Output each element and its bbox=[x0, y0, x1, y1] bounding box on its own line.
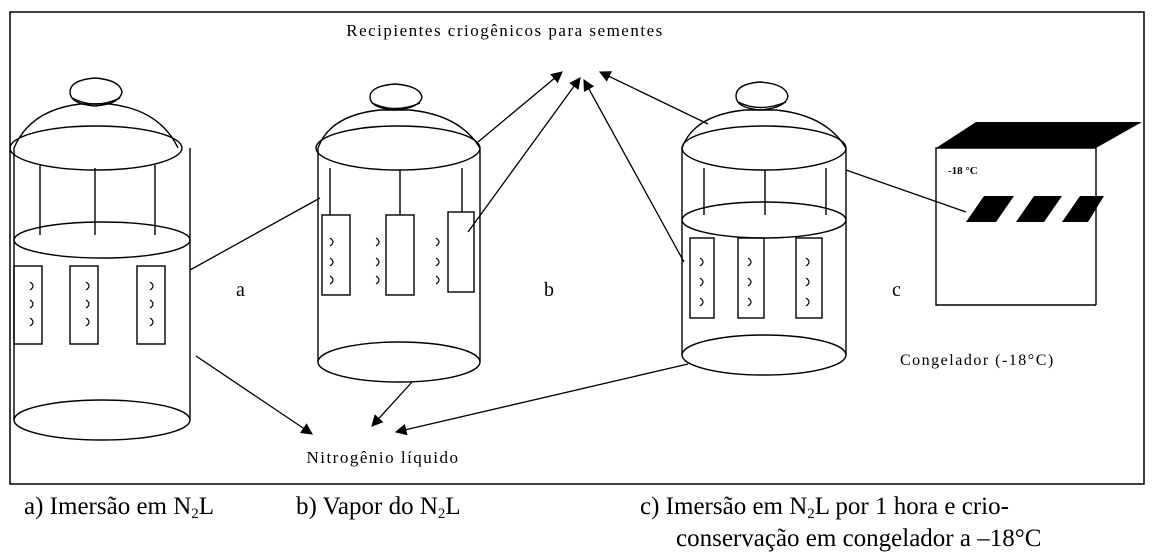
arrow-c-to-ln bbox=[394, 363, 689, 436]
arrow-c-to-freezer bbox=[845, 169, 967, 213]
caption-a-sub: 2 bbox=[191, 506, 199, 522]
caption-a-prefix: a) Imersão em N bbox=[24, 493, 192, 520]
arrow-a-to-b-line bbox=[189, 197, 321, 271]
arrow-b-lid-to-title bbox=[477, 71, 563, 143]
arrow-b-to-ln bbox=[371, 381, 413, 427]
caption-c-prefix: c) Imersão em N bbox=[640, 493, 808, 520]
cryo-container-c bbox=[681, 81, 847, 376]
freezer-stripe-2 bbox=[1016, 196, 1062, 222]
caption-c-suffix: L por 1 hora e crio- bbox=[814, 493, 1009, 520]
caption-b-suffix: L bbox=[445, 493, 461, 520]
panel-letter-b: b bbox=[544, 279, 554, 301]
caption-c: c) Imersão em N2L por 1 hora e crio- bbox=[640, 493, 1009, 528]
freezer-display: -18 °C bbox=[948, 165, 978, 177]
diagram-title: Recipientes criogênicos para sementes bbox=[346, 21, 663, 40]
arrow-c-lid-to-title bbox=[598, 71, 709, 125]
cryo-container-b bbox=[315, 83, 481, 383]
caption-a-suffix: L bbox=[198, 493, 215, 520]
freezer-stripe-3 bbox=[1062, 196, 1104, 222]
arrows-to-title bbox=[189, 71, 967, 271]
caption-b-prefix: b) Vapor do N bbox=[296, 493, 438, 520]
arrows-to-liquid-nitrogen bbox=[195, 355, 689, 436]
freezer-stripe-1 bbox=[966, 196, 1014, 222]
caption-b-sub: 2 bbox=[437, 506, 446, 522]
cryo-container-a bbox=[9, 77, 191, 441]
liquid-nitrogen-label: Nitrogênio líquido bbox=[306, 448, 459, 467]
seed-packets-c bbox=[699, 257, 810, 307]
caption-c-line2: conservação em congelador a –18°C bbox=[676, 525, 1042, 552]
freezer bbox=[935, 122, 1142, 306]
panel-letter-a: a bbox=[236, 279, 245, 301]
arrow-a-to-ln bbox=[195, 355, 313, 435]
arrow-c-canister-to-title bbox=[583, 78, 685, 263]
caption-b: b) Vapor do N2L bbox=[296, 493, 461, 528]
caption-c-sub: 2 bbox=[807, 506, 815, 522]
arrow-b-canister-to-title bbox=[467, 77, 581, 233]
seed-packets-b bbox=[329, 237, 440, 285]
panel-letter-c: c bbox=[892, 279, 901, 301]
freezer-label: Congelador (-18°C) bbox=[900, 352, 1055, 369]
caption-a: a) Imersão em N2L bbox=[24, 493, 214, 528]
diagram-frame bbox=[9, 11, 1145, 485]
seed-packets-a bbox=[29, 281, 154, 327]
